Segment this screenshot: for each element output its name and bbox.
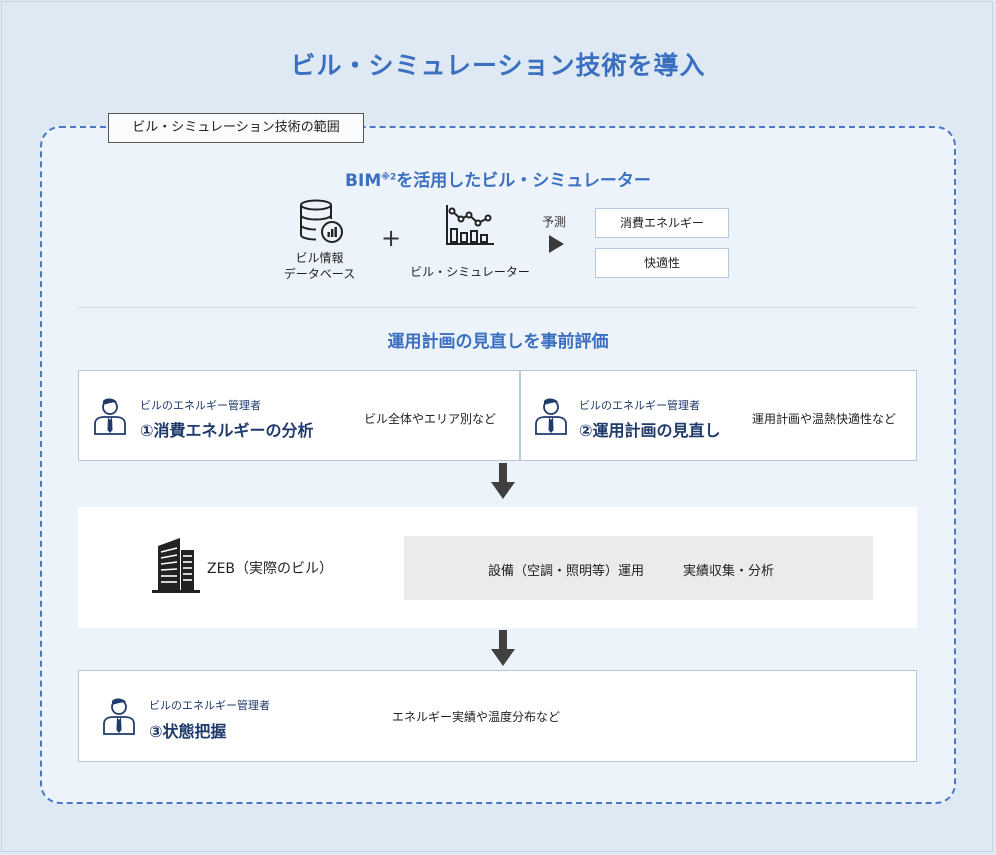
database-caption-line1: ビル情報 [295,251,344,265]
arrow-down-icon [491,630,515,666]
simulator-title-rest: を活用したビル・シミュレーター [396,171,651,191]
database-icon [300,199,343,243]
section-divider [78,307,916,308]
output-energy: 消費エネルギー [595,208,729,238]
card-status-check [78,670,917,762]
card1-role: ビルのエネルギー管理者 [140,399,261,412]
scope-label: ビル・シミュレーション技術の範囲 [108,113,364,143]
card3-role: ビルのエネルギー管理者 [149,699,270,712]
database-caption: ビル情報 データベース [272,250,367,282]
data-collection: 実績収集・分析 [683,564,775,579]
page-title: ビル・シミュレーション技術を導入 [290,51,706,80]
simulator-title: BIM※2を活用したビル・シミュレーター [0,166,996,191]
zeb-label: ZEB（実際のビル） [207,561,334,577]
card2-note: 運用計画や温熱快適性など [752,412,897,426]
card3-note: エネルギー実績や温度分布など [392,710,561,724]
person-icon [94,398,126,435]
card3-heading: ③状態把握 [149,722,227,741]
footnote-mark: ※2 [381,172,397,183]
card1-heading: ①消費エネルギーの分析 [140,421,314,440]
card2-heading: ②運用計画の見直し [579,421,721,440]
card2-role: ビルのエネルギー管理者 [579,399,700,412]
arrow-down-icon [491,463,515,499]
equipment-operation: 設備（空調・照明等）運用 [488,564,645,579]
card-plan-review [520,370,917,461]
predict-label: 予測 [542,215,567,229]
evaluation-title: 運用計画の見直しを事前評価 [387,332,609,352]
chart-icon [446,205,494,245]
simulator-title-main: BIM [345,171,382,191]
predict-arrow-icon [549,235,564,253]
output-comfort: 快適性 [595,248,729,278]
operation-box [404,536,873,600]
database-caption-line2: データベース [283,267,356,281]
building-icon [152,538,200,593]
plus-sign: + [381,224,402,252]
simulator-caption: ビル・シミュレーター [410,265,530,279]
card1-note: ビル全体やエリア別など [364,412,497,426]
card-energy-analysis [78,370,520,461]
person-icon [103,698,135,735]
person-icon [535,398,567,435]
